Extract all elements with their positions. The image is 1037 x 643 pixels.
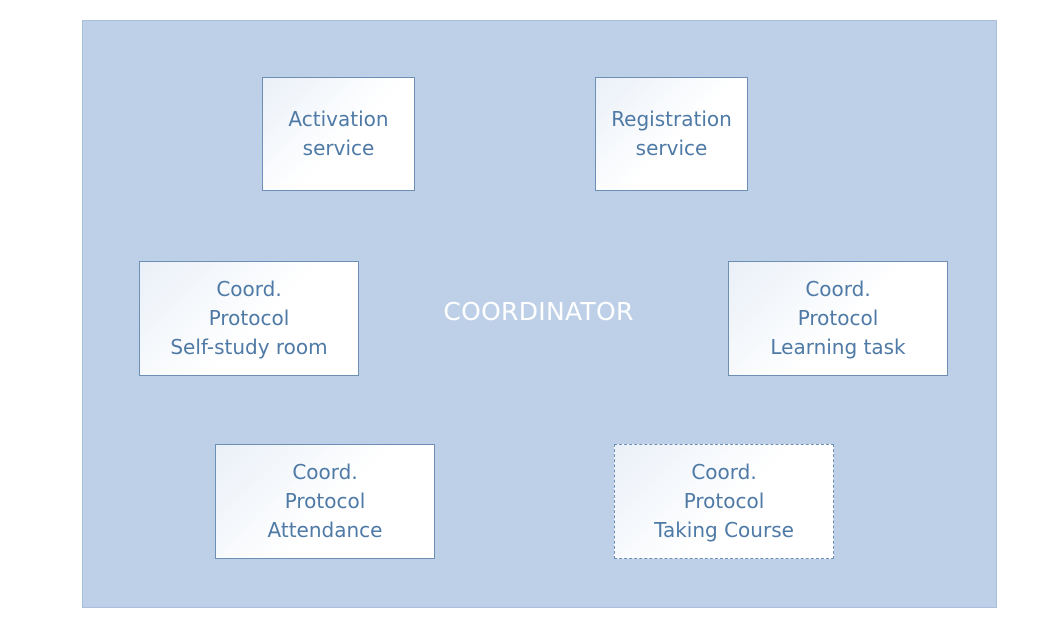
learning-task-protocol-box: Coord. Protocol Learning task <box>728 261 948 376</box>
box-line: Self-study room <box>170 335 328 359</box>
box-line: Protocol <box>683 489 765 513</box>
box-line: Taking Course <box>654 518 794 542</box>
box-line: Protocol <box>797 306 879 330</box>
box-line: Coord. <box>216 277 282 301</box>
box-line: Coord. <box>292 460 358 484</box>
activation-service-box: Activation service <box>262 77 415 191</box>
coordinator-label: COORDINATOR <box>443 297 634 326</box>
box-line: service <box>635 136 708 160</box>
box-line: Coord. <box>691 460 757 484</box>
box-line: Protocol <box>284 489 366 513</box>
registration-service-box: Registration service <box>595 77 748 191</box>
box-line: Attendance <box>267 518 383 542</box>
taking-course-protocol-box: Coord. Protocol Taking Course <box>614 444 834 559</box>
box-line: Learning task <box>770 335 906 359</box>
box-line: Protocol <box>208 306 290 330</box>
box-line: Coord. <box>805 277 871 301</box>
attendance-protocol-box: Coord. Protocol Attendance <box>215 444 435 559</box>
box-line: service <box>302 136 375 160</box>
box-line: Registration <box>611 107 732 131</box>
box-line: Activation <box>288 107 389 131</box>
self-study-room-protocol-box: Coord. Protocol Self-study room <box>139 261 359 376</box>
